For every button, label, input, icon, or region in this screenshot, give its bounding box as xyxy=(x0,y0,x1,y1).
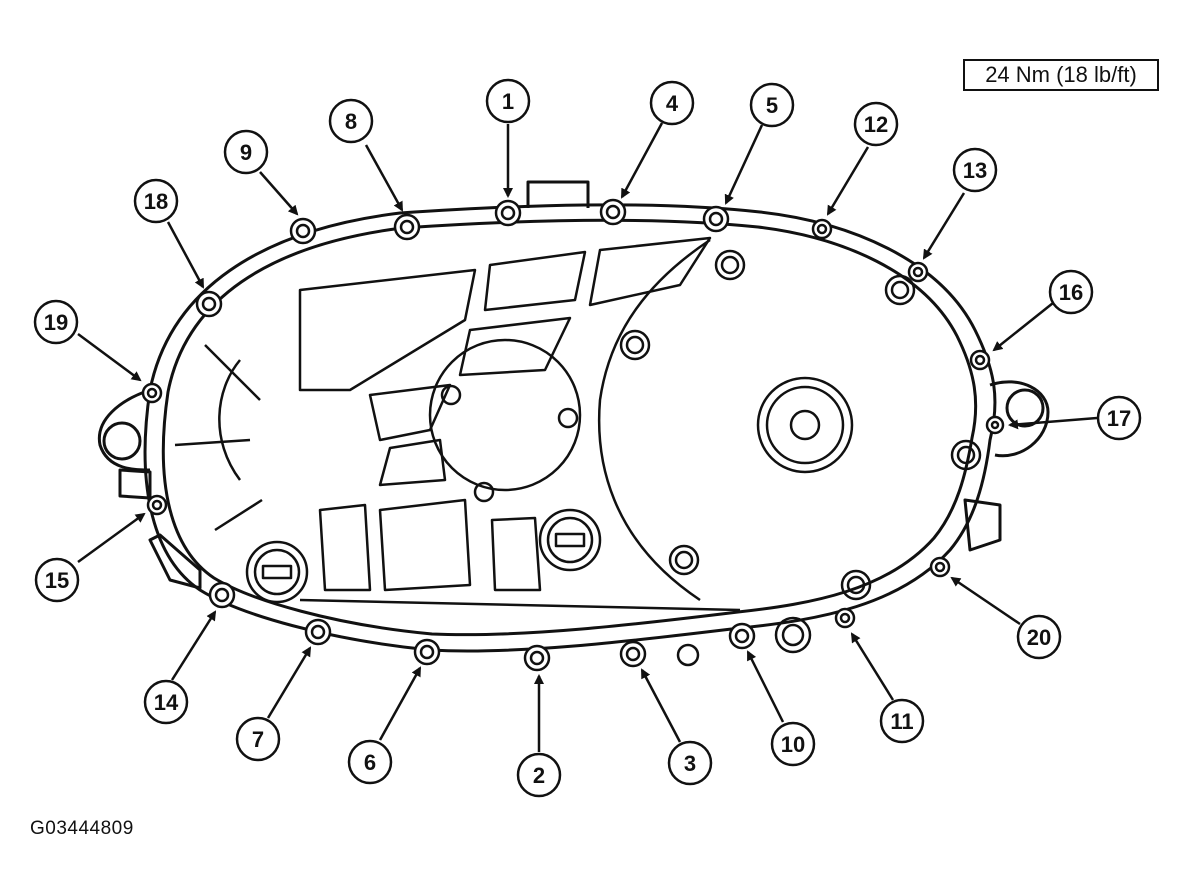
bolt-5 xyxy=(702,205,730,233)
right-ear xyxy=(989,380,1050,458)
torque-spec-box: 24 Nm (18 lb/ft) xyxy=(963,59,1159,91)
bolt-14 xyxy=(208,581,236,609)
callout-19: 19 xyxy=(33,299,79,345)
callout-13: 13 xyxy=(952,147,998,193)
top-boss xyxy=(526,180,590,208)
lower-left-lug xyxy=(148,533,202,590)
bolt-3 xyxy=(619,640,647,668)
bolt-13 xyxy=(907,261,929,283)
leader-17 xyxy=(1008,416,1098,430)
right-ear-hole xyxy=(1005,388,1045,428)
leader-8 xyxy=(364,144,404,212)
bolts xyxy=(141,198,1005,672)
figure-id: G03444809 xyxy=(30,818,134,839)
housing-outer-flange xyxy=(143,203,997,653)
leader-19 xyxy=(77,332,142,382)
center-boss xyxy=(428,338,582,492)
svg-text:5: 5 xyxy=(766,93,778,118)
leader-16 xyxy=(992,302,1054,352)
bolt-9 xyxy=(289,217,317,245)
bolt-12 xyxy=(811,218,833,240)
callout-1: 1 xyxy=(485,78,531,124)
leader-3 xyxy=(640,668,682,743)
callout-10: 10 xyxy=(770,721,816,767)
housing-inner-flange xyxy=(161,218,978,637)
svg-text:6: 6 xyxy=(364,750,376,775)
leader-4 xyxy=(620,122,664,199)
bolt-4 xyxy=(599,198,627,226)
leader-14 xyxy=(170,610,217,681)
lower-right-lug xyxy=(963,498,1002,552)
svg-text:8: 8 xyxy=(345,109,357,134)
bolt-8 xyxy=(393,213,421,241)
bolt-17 xyxy=(985,415,1005,435)
bolt-2 xyxy=(523,644,551,672)
svg-text:10: 10 xyxy=(781,732,805,757)
svg-text:19: 19 xyxy=(44,310,68,335)
callout-16: 16 xyxy=(1048,269,1094,315)
svg-text:4: 4 xyxy=(666,91,679,116)
bolt-10 xyxy=(728,622,756,650)
svg-text:11: 11 xyxy=(890,709,913,734)
callout-14: 14 xyxy=(143,679,189,725)
leader-11 xyxy=(850,632,895,701)
bolt-1 xyxy=(494,199,522,227)
callout-8: 8 xyxy=(328,98,374,144)
leader-7 xyxy=(266,646,312,719)
svg-text:14: 14 xyxy=(154,690,179,715)
svg-text:3: 3 xyxy=(684,751,696,776)
svg-text:2: 2 xyxy=(533,763,545,788)
left-ear xyxy=(97,388,151,472)
callout-18: 18 xyxy=(133,178,179,224)
callout-20: 20 xyxy=(1016,614,1062,660)
callout-11: 11 xyxy=(879,698,925,744)
bolt-20 xyxy=(929,556,951,578)
svg-text:1: 1 xyxy=(502,89,514,114)
leader-15 xyxy=(77,512,146,564)
callout-9: 9 xyxy=(223,129,269,175)
callout-6: 6 xyxy=(347,739,393,785)
svg-text:7: 7 xyxy=(252,727,264,752)
bolt-6 xyxy=(413,638,441,666)
callout-4: 4 xyxy=(649,80,695,126)
bolt-11 xyxy=(834,607,856,629)
leader-lines xyxy=(77,122,1098,752)
leader-6 xyxy=(378,666,422,741)
internal-ribs xyxy=(174,236,982,667)
left-ear-hole xyxy=(102,421,142,461)
callout-7: 7 xyxy=(235,716,281,762)
leader-18 xyxy=(166,221,205,289)
svg-text:15: 15 xyxy=(45,568,69,593)
bolt-18 xyxy=(195,290,223,318)
drain-plug xyxy=(538,508,602,572)
leader-5 xyxy=(724,124,764,205)
svg-text:12: 12 xyxy=(864,112,888,137)
callout-12: 12 xyxy=(853,101,899,147)
callout-5: 5 xyxy=(749,82,795,128)
bolt-16 xyxy=(969,349,991,371)
fill-plug xyxy=(245,540,309,604)
callout-2: 2 xyxy=(516,752,562,798)
callout-15: 15 xyxy=(34,557,80,603)
leader-9 xyxy=(259,171,299,216)
leader-12 xyxy=(826,146,870,216)
callout-17: 17 xyxy=(1096,395,1142,441)
svg-text:18: 18 xyxy=(144,189,168,214)
bolt-19 xyxy=(141,382,163,404)
svg-text:16: 16 xyxy=(1059,280,1083,305)
output-bearing xyxy=(756,376,854,474)
callouts: 1 2 3 4 5 6 7 8 9 10 11 12 13 14 15 16 1… xyxy=(33,78,1142,798)
callout-3: 3 xyxy=(667,740,713,786)
svg-text:9: 9 xyxy=(240,140,252,165)
bolt-7 xyxy=(304,618,332,646)
bolt-15 xyxy=(146,494,168,516)
leader-13 xyxy=(922,192,966,260)
svg-text:20: 20 xyxy=(1027,625,1051,650)
svg-text:17: 17 xyxy=(1107,406,1131,431)
leader-10 xyxy=(746,650,785,723)
svg-text:13: 13 xyxy=(963,158,987,183)
leader-20 xyxy=(950,576,1021,626)
